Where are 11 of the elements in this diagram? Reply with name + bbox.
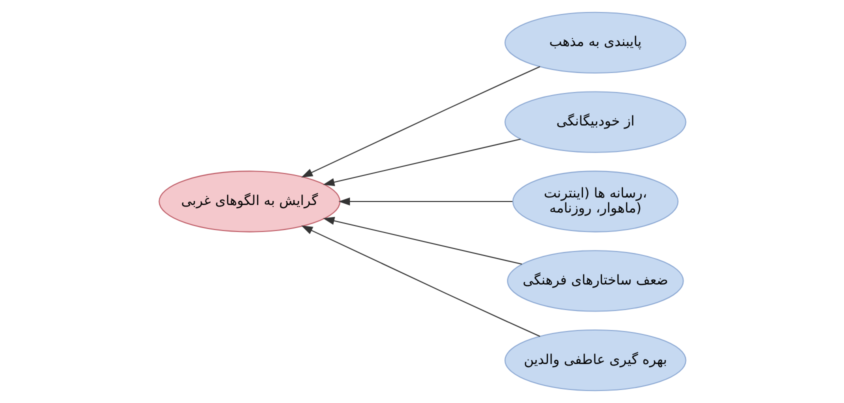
node-ellipse: ضعف ساختارهای فرهنگی bbox=[506, 250, 684, 312]
node-ellipse: گرایش به الگوهای غربی bbox=[158, 170, 340, 232]
arrow bbox=[300, 66, 540, 178]
arrow bbox=[322, 138, 520, 186]
arrow bbox=[300, 226, 540, 337]
node-ellipse: از خودبیگانگی bbox=[504, 91, 686, 153]
arrow bbox=[338, 197, 512, 206]
node-ellipse: پایبندی به مذهب bbox=[504, 12, 686, 74]
node-ellipse: رسانه ها (اینترنت، ماهوار، روزنامه) bbox=[512, 170, 678, 232]
node-ellipse: بهره گیری عاطفی والدین bbox=[504, 330, 686, 392]
arrow bbox=[322, 216, 522, 265]
